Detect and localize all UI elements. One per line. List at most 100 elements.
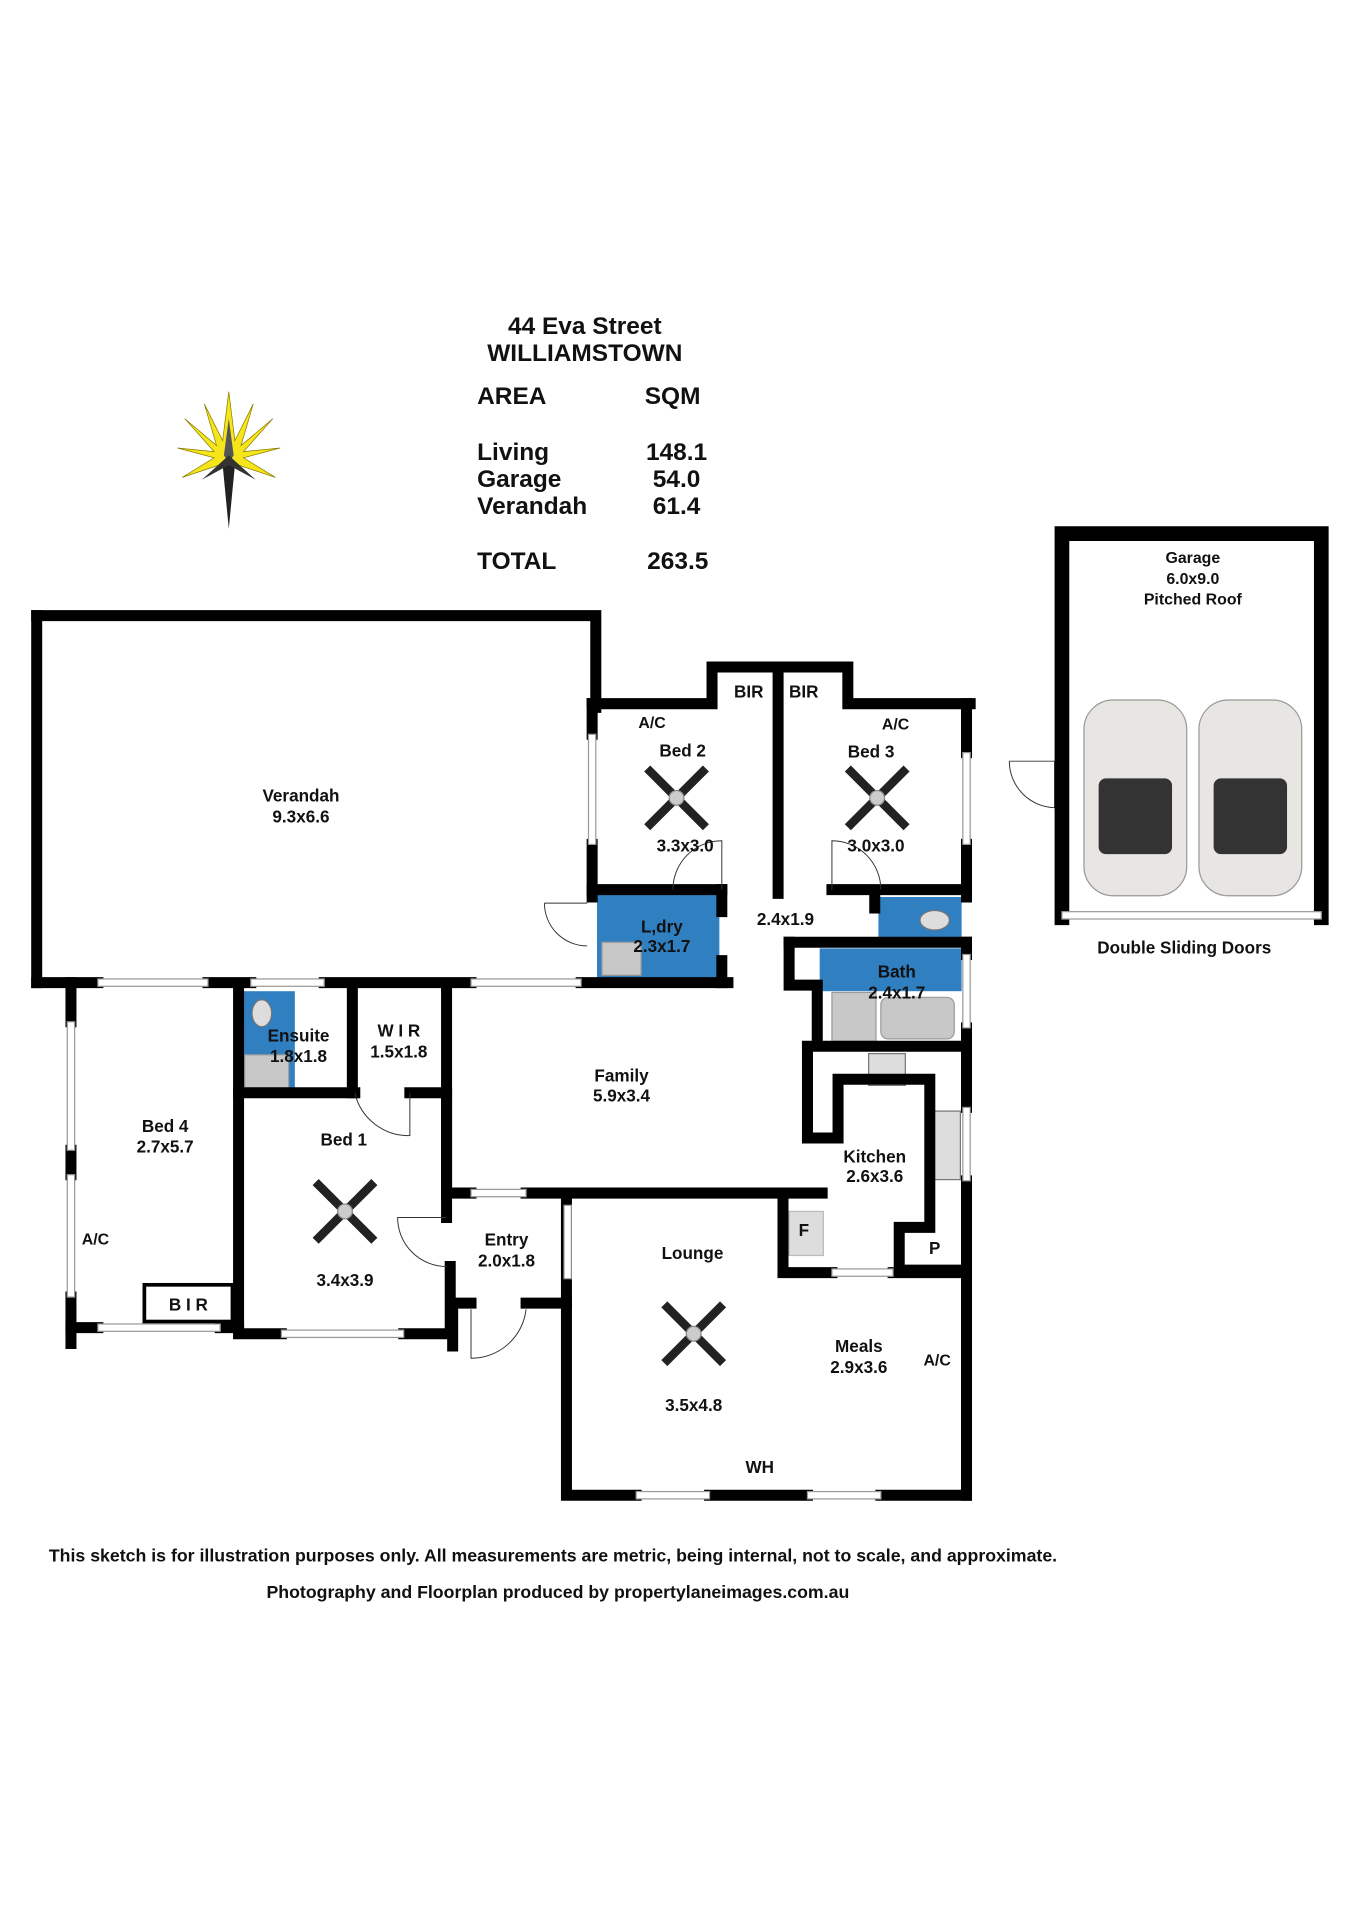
wall (783, 936, 973, 1052)
ceiling-fans (312, 765, 910, 1367)
wall (777, 1187, 838, 1279)
window (66, 1174, 76, 1298)
fridge (788, 1210, 824, 1257)
fan-hub (668, 789, 685, 806)
window (831, 1268, 894, 1277)
window (66, 1021, 76, 1151)
bed2-ac: A/C (638, 715, 666, 732)
bed3-size: 3.0x3.0 (847, 837, 904, 856)
fan-hub (869, 789, 886, 806)
suburb: WILLIAMSTOWN (487, 340, 682, 367)
bed4-bir: B I R (169, 1296, 208, 1315)
door-swing (672, 840, 723, 890)
wall (560, 1187, 642, 1501)
bed3-name: Bed 3 (848, 743, 895, 762)
ceiling-fan-icon (312, 1179, 378, 1244)
window (806, 1490, 882, 1500)
bathtub (880, 996, 955, 1040)
door-swing (543, 902, 588, 947)
car-icon (1083, 699, 1188, 897)
bed4-name: Bed 4 (142, 1117, 189, 1136)
lounge-size: 3.5x4.8 (665, 1396, 722, 1415)
area-row-label: Living (477, 439, 549, 466)
total-value: 263.5 (647, 548, 708, 575)
area-row-label: Garage (477, 466, 561, 493)
entry-name: Entry (485, 1231, 529, 1250)
area-table: AREA SQM Living 148.1 Garage 54.0 Verand… (477, 383, 708, 575)
window (962, 1106, 971, 1182)
garage-name: Garage (1165, 550, 1220, 567)
ceiling-fan-icon (644, 765, 709, 831)
bed2-size: 3.3x3.0 (657, 837, 714, 856)
address: 44 Eva Street (508, 313, 662, 340)
door-swing (397, 1217, 447, 1267)
garage-size: 6.0x9.0 (1166, 571, 1219, 588)
doors (354, 760, 1056, 1359)
lounge-name: Lounge (662, 1244, 724, 1263)
wall (233, 983, 287, 1340)
bed4-wardrobe (142, 1282, 235, 1324)
hall-size: 2.4x1.9 (757, 910, 814, 929)
bath-fill (819, 948, 962, 992)
fixtures (244, 909, 961, 1257)
window (470, 978, 582, 987)
ceiling-fan-icon (844, 765, 910, 831)
area-row-value: 54.0 (653, 466, 701, 493)
bir-left: BIR (734, 683, 763, 702)
area-row-label: Verandah (477, 493, 587, 520)
window (962, 953, 971, 1029)
meals-ac: A/C (923, 1353, 951, 1370)
pantry-label: P (929, 1239, 940, 1258)
fridge-label: F (799, 1221, 809, 1240)
verandah-name: Verandah (262, 787, 339, 806)
window (635, 1490, 711, 1500)
total-label: TOTAL (477, 548, 556, 575)
bir-right: BIR (789, 683, 818, 702)
ensuite-toilet (251, 999, 273, 1028)
ensuite-name: Ensuite (268, 1026, 330, 1045)
kitchen-name: Kitchen (843, 1147, 906, 1166)
wall (801, 1040, 973, 1276)
bed4-size: 2.7x5.7 (137, 1138, 194, 1157)
door-swing (354, 1092, 411, 1137)
window (97, 978, 209, 987)
window (587, 733, 597, 845)
wir-size: 1.5x1.8 (370, 1042, 427, 1061)
walls (31, 610, 976, 1501)
car-icon (1198, 699, 1303, 897)
ceiling-fan-icon (661, 1301, 727, 1367)
wall (31, 610, 602, 713)
bath-size: 2.4x1.7 (868, 984, 925, 1003)
family-name: Family (594, 1067, 649, 1086)
ensuite-shower (244, 1054, 290, 1090)
window (97, 1323, 221, 1332)
bed4-ac: A/C (82, 1231, 110, 1248)
bed1-size: 3.4x3.9 (316, 1271, 373, 1290)
fan-hub (685, 1325, 702, 1342)
water-heater-label: WH (745, 1458, 774, 1477)
area-row-value: 61.4 (653, 493, 701, 520)
window (563, 1204, 572, 1280)
verandah-size: 9.3x6.6 (272, 807, 329, 826)
credit: Photography and Floorplan produced by pr… (266, 1582, 849, 1602)
meals-size: 2.9x3.6 (830, 1358, 887, 1377)
window (280, 1329, 405, 1339)
laundry-size: 2.3x1.7 (633, 937, 690, 956)
garage-doors-label: Double Sliding Doors (1097, 938, 1271, 957)
disclaimer: This sketch is for illustration purposes… (49, 1545, 1057, 1565)
bath-name: Bath (878, 963, 916, 982)
fan-hub (337, 1203, 353, 1220)
door-swing (470, 1309, 527, 1359)
window (962, 752, 971, 845)
windows (66, 733, 971, 1500)
area-row-value: 148.1 (646, 439, 707, 466)
bed1-name: Bed 1 (320, 1130, 367, 1149)
window (470, 1188, 527, 1198)
door-swing (831, 840, 882, 890)
bed3-ac: A/C (882, 716, 910, 733)
wir-name: W I R (377, 1021, 420, 1040)
family-size: 5.9x3.4 (593, 1086, 651, 1105)
area-col-header: AREA (477, 383, 547, 410)
sqm-col-header: SQM (645, 383, 701, 410)
